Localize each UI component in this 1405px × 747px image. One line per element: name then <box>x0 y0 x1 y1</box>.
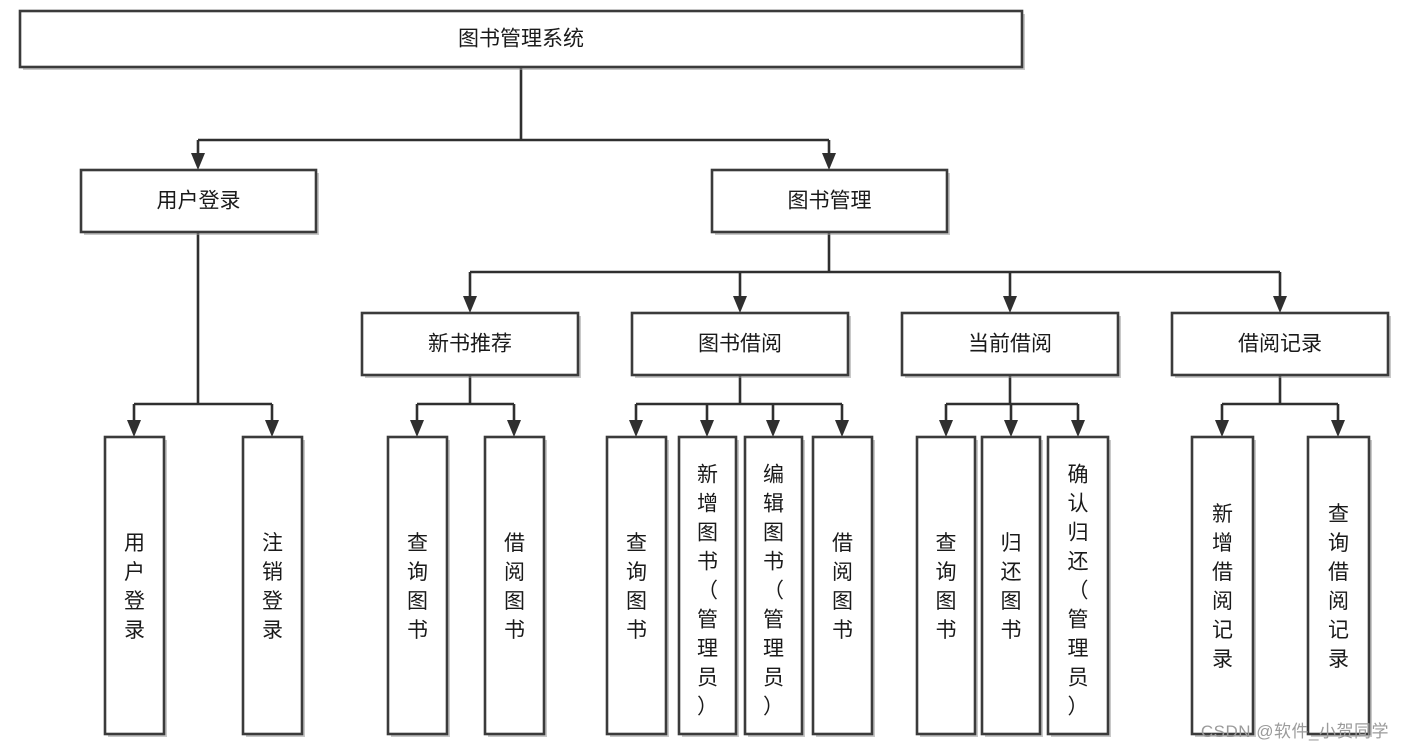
box-outline <box>630 311 850 377</box>
arrow-head <box>191 153 205 170</box>
arrow-head <box>835 420 849 437</box>
arrow-head <box>766 420 780 437</box>
arrow-head <box>733 296 747 313</box>
node-label: 查询图书 <box>626 532 647 642</box>
box-outline <box>360 311 580 377</box>
node-label: 注销登录 <box>262 532 283 642</box>
node-level2-用户登录[interactable]: 用户登录 <box>79 168 319 235</box>
box-outline <box>811 435 874 736</box>
node-label: 归还图书 <box>1001 532 1022 642</box>
arrow-head <box>700 420 714 437</box>
node-leaf-查询图书[interactable]: 查询图书 <box>386 435 450 737</box>
node-leaf-确认归还管理员[interactable]: 确认归还（管理员） <box>1046 435 1111 737</box>
connector-图书管理 <box>470 232 1280 274</box>
box-outline <box>980 435 1042 736</box>
connector-图书借阅 <box>636 375 842 406</box>
connector-用户登录 <box>134 232 272 406</box>
connector-layer <box>127 67 1345 437</box>
box-outline <box>241 435 304 736</box>
box-outline <box>18 9 1024 69</box>
node-label: 查询借阅记录 <box>1328 503 1349 671</box>
box-outline <box>79 168 318 234</box>
arrow-head <box>265 420 279 437</box>
node-leaf-编辑图书管理员[interactable]: 编辑图书（管理员） <box>743 435 805 737</box>
box-outline <box>1306 435 1371 736</box>
arrow-head <box>1004 420 1018 437</box>
node-leaf-注销登录[interactable]: 注销登录 <box>241 435 305 737</box>
arrow-head <box>629 420 643 437</box>
arrow-head <box>939 420 953 437</box>
node-label: 当前借阅 <box>968 333 1052 356</box>
box-outline <box>605 435 668 736</box>
node-label: 新增图书（管理员） <box>697 464 718 719</box>
arrow-head <box>1071 420 1085 437</box>
node-label: 新增借阅记录 <box>1212 503 1233 671</box>
node-leaf-查询图书[interactable]: 查询图书 <box>915 435 978 737</box>
box-outline <box>1046 435 1110 736</box>
connector-借阅记录 <box>1222 375 1338 406</box>
node-leaf-借阅图书[interactable]: 借阅图书 <box>811 435 875 737</box>
box-outline <box>1190 435 1255 736</box>
node-label: 借阅图书 <box>832 532 853 642</box>
arrow-head <box>1003 296 1017 313</box>
arrow-head <box>1273 296 1287 313</box>
node-label: 编辑图书（管理员） <box>763 464 784 719</box>
node-label: 图书管理系统 <box>458 28 584 51</box>
node-label: 图书借阅 <box>698 333 782 356</box>
node-label: 用户登录 <box>124 532 145 642</box>
arrow-head <box>463 296 477 313</box>
node-label: 用户登录 <box>157 190 241 213</box>
node-root-图书管理系统[interactable]: 图书管理系统 <box>18 9 1025 70</box>
node-label: 新书推荐 <box>428 333 512 356</box>
node-leaf-新增借阅记录[interactable]: 新增借阅记录 <box>1190 435 1256 737</box>
box-outline <box>677 435 738 736</box>
box-outline <box>1170 311 1390 377</box>
box-outline <box>900 311 1120 377</box>
arrow-head <box>822 153 836 170</box>
node-level3-图书借阅[interactable]: 图书借阅 <box>630 311 851 378</box>
box-outline <box>483 435 546 736</box>
node-leaf-借阅图书[interactable]: 借阅图书 <box>483 435 547 737</box>
connector-当前借阅 <box>946 375 1078 406</box>
node-label: 确认归还（管理员） <box>1068 464 1089 719</box>
node-level2-图书管理[interactable]: 图书管理 <box>710 168 950 235</box>
arrow-head <box>127 420 141 437</box>
node-leaf-查询图书[interactable]: 查询图书 <box>605 435 669 737</box>
node-label: 图书管理 <box>788 190 872 213</box>
node-label: 查询图书 <box>407 532 428 642</box>
box-outline <box>915 435 977 736</box>
node-layer: 图书管理系统用户登录图书管理新书推荐图书借阅当前借阅借阅记录用户登录注销登录查询… <box>18 9 1391 737</box>
node-leaf-用户登录[interactable]: 用户登录 <box>103 435 167 737</box>
node-label: 借阅记录 <box>1238 333 1322 356</box>
box-outline <box>743 435 804 736</box>
arrow-head <box>410 420 424 437</box>
node-leaf-新增图书管理员[interactable]: 新增图书（管理员） <box>677 435 739 737</box>
node-label: 查询图书 <box>936 532 957 642</box>
node-label: 借阅图书 <box>504 532 525 642</box>
arrow-head <box>1215 420 1229 437</box>
node-level3-新书推荐[interactable]: 新书推荐 <box>360 311 581 378</box>
box-outline <box>386 435 449 736</box>
node-level3-借阅记录[interactable]: 借阅记录 <box>1170 311 1391 378</box>
box-outline <box>710 168 949 234</box>
node-leaf-查询借阅记录[interactable]: 查询借阅记录 <box>1306 435 1372 737</box>
node-leaf-归还图书[interactable]: 归还图书 <box>980 435 1043 737</box>
arrow-head <box>1331 420 1345 437</box>
node-level3-当前借阅[interactable]: 当前借阅 <box>900 311 1121 378</box>
connector-新书推荐 <box>417 375 514 406</box>
arrow-head <box>507 420 521 437</box>
csdn-watermark: CSDN @软件_小贺同学 <box>1200 722 1389 741</box>
connector-图书管理系统 <box>198 67 829 142</box>
box-outline <box>103 435 166 736</box>
